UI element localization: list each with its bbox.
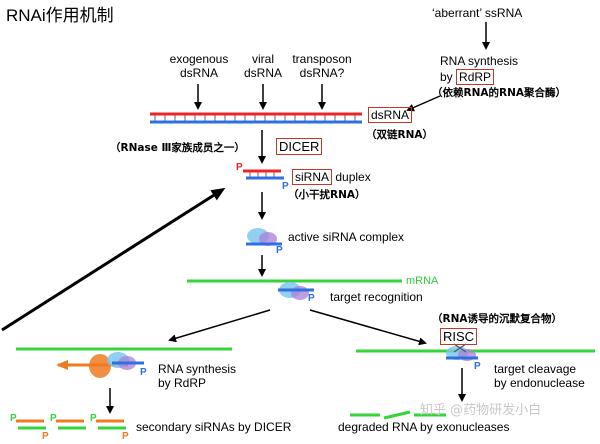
secondary-p-3: P: [90, 413, 97, 424]
label-secondary-sirnas: secondary siRNAs by DICER: [136, 420, 292, 434]
arrow-branch-right: [309, 309, 427, 346]
rdrp-box: RdRP: [456, 69, 495, 85]
secondary-sirnas-shape: [16, 419, 126, 430]
label-duplex: duplex: [332, 170, 371, 184]
sirna-p-top: P: [236, 162, 243, 173]
secondary-p-4: P: [42, 431, 49, 442]
rnase-note: （RNase Ⅲ家族成员之一）: [110, 142, 245, 154]
label-target-recognition: target recognition: [330, 290, 423, 304]
complex-p: P: [276, 245, 283, 256]
risc-note: （RNA诱导的沉默复合物）: [432, 313, 562, 325]
risc-box: RISC: [440, 328, 478, 345]
dsrna-note: （双链RNA）: [366, 129, 433, 141]
secondary-p-1: P: [10, 413, 17, 424]
watermark: 知乎 @药物研发小白: [420, 403, 542, 418]
arrow-feedback-diagonal: [1, 187, 226, 332]
label-by: by: [440, 70, 453, 84]
sirna-duplex-shape: [243, 169, 284, 180]
sirna-box: siRNA: [292, 169, 333, 185]
label-aberrant-ssrna: ‘aberrant’ ssRNA: [432, 6, 523, 20]
rdrp-note: （依赖RNA的RNA聚合酶）: [432, 87, 566, 99]
label-mrna: mRNA: [406, 275, 439, 287]
recognition-p: P: [308, 293, 315, 304]
label-transposon-dsrna: transposon dsRNA?: [292, 52, 352, 80]
arrow-rdrp-to-dsrna: [406, 95, 441, 112]
sirna-p-bottom: P: [282, 181, 289, 192]
label-exogenous-dsrna: exogenous dsRNA: [169, 52, 229, 80]
arrow-branch-left: [168, 309, 271, 343]
secondary-p-2: P: [50, 413, 57, 424]
page-title: RNAi作用机制: [6, 6, 114, 25]
sirna-note: （小干扰RNA）: [288, 189, 366, 201]
dicer-box: DICER: [276, 138, 323, 155]
label-degraded-rna: degraded RNA by exonucleases: [338, 420, 510, 434]
risc-p: P: [474, 361, 481, 372]
label-viral-dsrna: viral dsRNA: [243, 52, 282, 80]
secondary-p-5: P: [122, 431, 129, 442]
long-dsrna: [150, 112, 362, 124]
risc-cleavage-shape: [356, 343, 595, 361]
label-rna-synthesis-top: RNA synthesis: [440, 54, 519, 68]
rdrp-synthesis-shape: [16, 347, 232, 378]
degraded-fragments-shape: [350, 410, 446, 420]
dsrna-box: dsRNA: [368, 107, 413, 123]
label-target-cleavage: target cleavage by endonuclease: [494, 362, 585, 390]
active-complex-shape: [246, 228, 282, 246]
label-active-complex: active siRNA complex: [288, 230, 405, 244]
label-rna-synthesis-rdrp: RNA synthesis by RdRP: [158, 362, 237, 390]
rdrp-complex-p: P: [140, 367, 147, 378]
mrna-strand: [187, 279, 402, 300]
